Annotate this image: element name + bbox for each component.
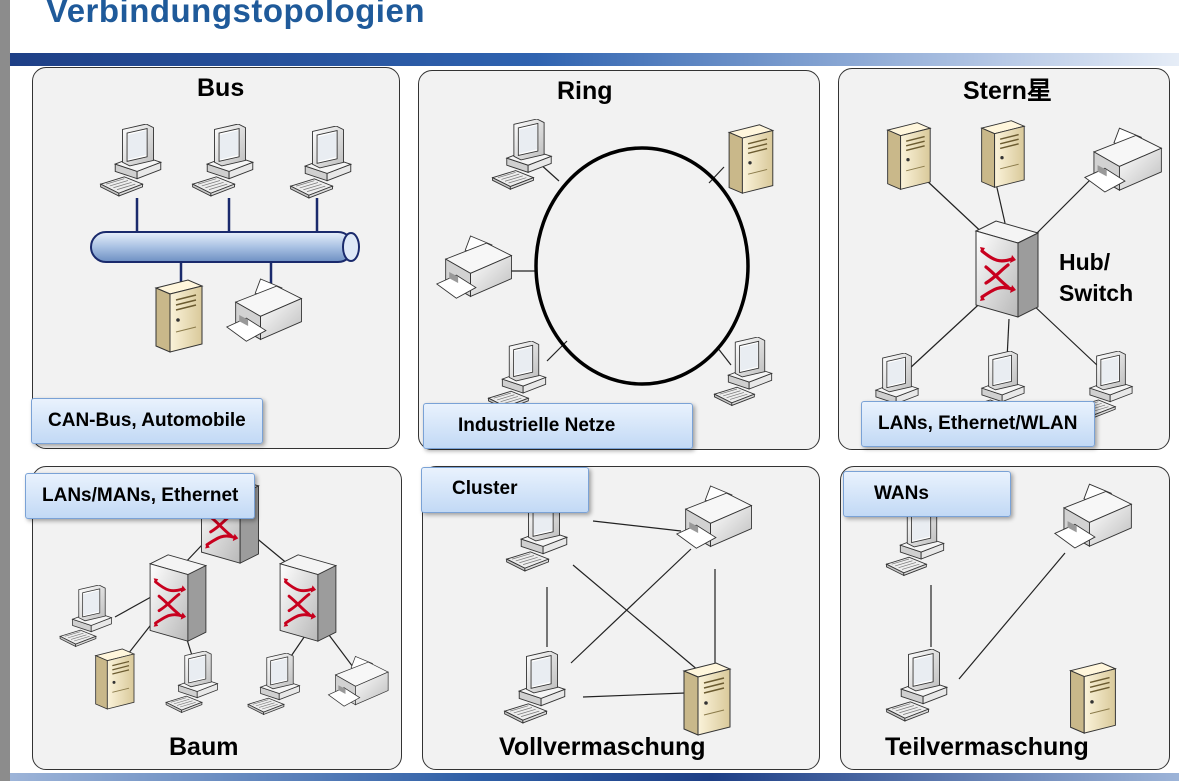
panel-title: Stern星 xyxy=(963,77,1052,105)
desktop-computer-icon xyxy=(488,341,547,410)
panel-stern: Stern星 Hub/ Switch LANs, Ethernet/WLAN xyxy=(838,68,1170,450)
printer-icon xyxy=(436,235,512,299)
left-edge-bar xyxy=(0,0,10,781)
panel-teilvermaschung: Teilvermaschung WANs xyxy=(840,466,1170,770)
panel-title: Bus xyxy=(197,74,245,102)
hub-switch-label: Hub/ Switch xyxy=(1059,247,1133,309)
topology-tag: Industrielle Netze xyxy=(423,403,693,449)
ring-diagram xyxy=(436,119,774,410)
ring-line xyxy=(534,146,750,386)
desktop-computer-icon xyxy=(165,651,218,713)
bus-cable xyxy=(90,231,360,263)
panel-vollvermaschung: Vollvermaschung Cluster xyxy=(421,466,820,770)
panel-title: Teilvermaschung xyxy=(885,733,1089,761)
bus-diagram xyxy=(90,124,360,353)
printer-icon xyxy=(226,278,302,342)
desktop-computer-icon xyxy=(59,585,112,647)
server-tower-icon xyxy=(95,648,135,710)
printer-icon xyxy=(676,485,752,549)
network-switch-icon xyxy=(974,219,1040,319)
mesh-links xyxy=(546,520,716,698)
hub-label-line2: Switch xyxy=(1059,280,1134,306)
panel-ring: Ring Industrielle Netze xyxy=(418,70,820,450)
partial-mesh-diagram xyxy=(886,483,1132,734)
panel-title: Ring xyxy=(557,77,613,105)
topology-tag: CAN-Bus, Automobile xyxy=(31,398,263,444)
tree-diagram xyxy=(59,473,389,715)
panel-bus: Bus CAN-Bus, Automobile xyxy=(31,67,400,449)
desktop-computer-icon xyxy=(247,653,300,715)
topology-tag: WANs xyxy=(843,471,1011,517)
title-rule xyxy=(10,53,1179,66)
desktop-computer-icon xyxy=(192,124,254,197)
server-tower-icon xyxy=(683,662,731,736)
page-title: Verbindungstopologien xyxy=(46,0,425,29)
panel-baum: Baum LANs/MANs, Ethernet xyxy=(25,466,402,770)
ring-connectors xyxy=(511,162,732,366)
topology-tag: Cluster xyxy=(421,467,589,513)
full-mesh-diagram xyxy=(504,485,752,736)
desktop-computer-icon xyxy=(492,119,552,190)
panel-title: Baum xyxy=(169,733,239,761)
desktop-computer-icon xyxy=(504,651,566,724)
desktop-computer-icon xyxy=(714,337,773,406)
network-switch-icon xyxy=(278,553,338,643)
desktop-computer-icon xyxy=(100,124,162,197)
panel-title: Vollvermaschung xyxy=(499,733,706,761)
desktop-computer-icon xyxy=(886,649,948,722)
server-tower-icon xyxy=(155,279,203,353)
server-tower-icon xyxy=(1069,662,1117,734)
printer-icon xyxy=(328,656,389,707)
server-tower-icon xyxy=(980,119,1025,189)
server-tower-icon xyxy=(728,124,774,194)
server-tower-icon xyxy=(886,121,931,191)
bottom-rule xyxy=(10,773,1179,781)
topology-tag: LANs, Ethernet/WLAN xyxy=(861,401,1095,447)
desktop-computer-icon xyxy=(290,126,352,199)
partial-mesh-links xyxy=(930,552,1066,680)
hub-label-line1: Hub/ xyxy=(1059,249,1111,275)
network-switch-icon xyxy=(148,553,208,643)
topology-tag: LANs/MANs, Ethernet xyxy=(25,473,256,519)
desktop-computer-icon xyxy=(886,507,945,576)
printer-icon xyxy=(1084,127,1162,193)
printer-icon xyxy=(1054,483,1132,549)
star-diagram xyxy=(861,119,1162,421)
